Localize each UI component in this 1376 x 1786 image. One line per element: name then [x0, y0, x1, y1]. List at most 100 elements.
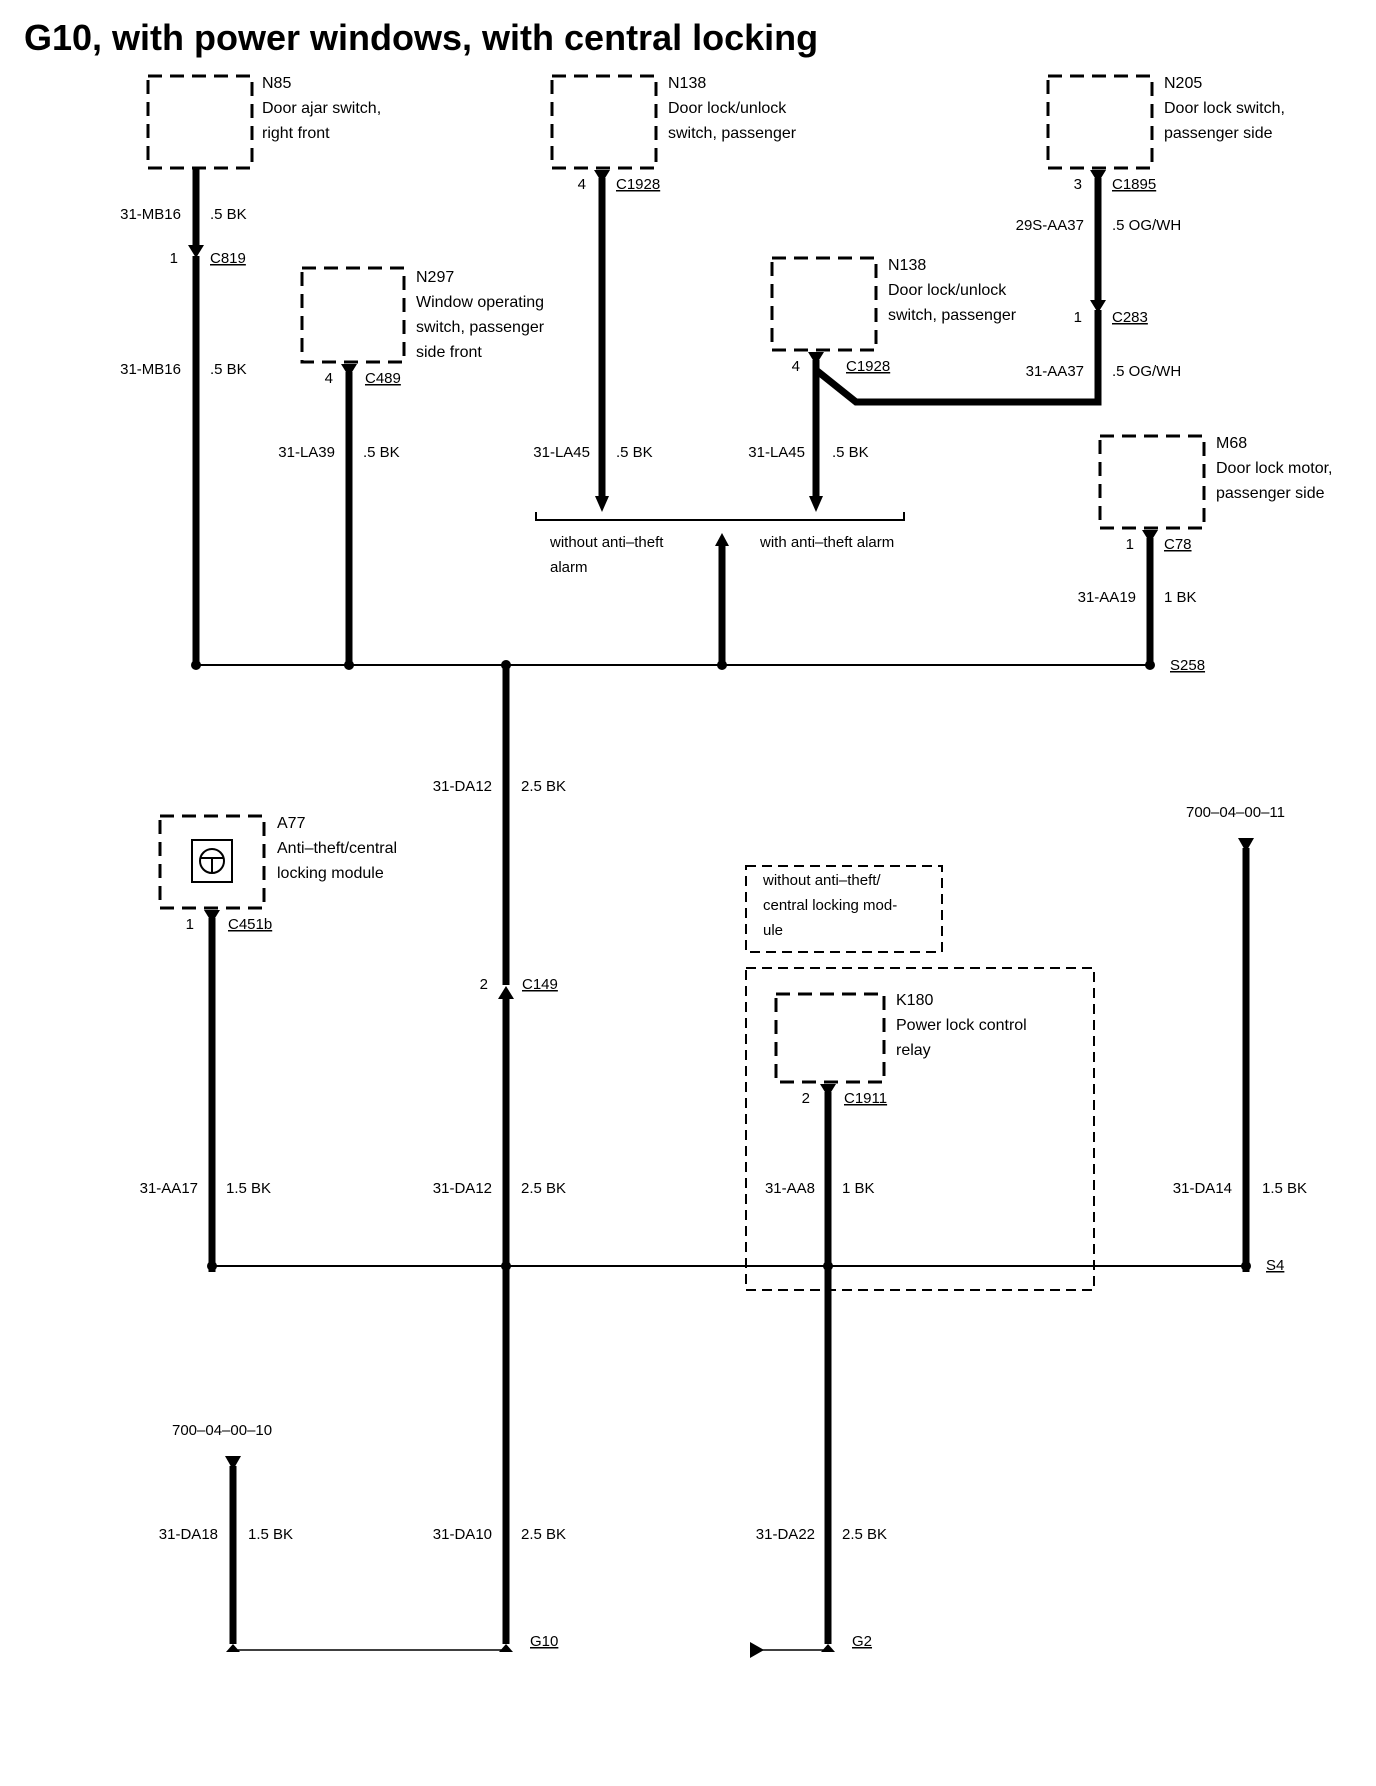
wire-da12a-spec: 2.5 BK	[521, 778, 566, 795]
s4-node-3	[823, 1261, 833, 1271]
n138b-id: N138	[888, 257, 926, 274]
a77-desc-line2: locking module	[277, 865, 384, 882]
s258-node-5	[1145, 660, 1155, 670]
n138a-id: N138	[668, 75, 706, 92]
c819-connector-icon	[188, 245, 204, 258]
wire-aa37a-code: 29S-AA37	[1016, 217, 1084, 234]
ground-icon-g10-left	[226, 1644, 240, 1652]
n85-desc-line2: right front	[262, 125, 330, 142]
wire-la39-spec: .5 BK	[363, 444, 400, 461]
wire-mb16a-spec: .5 BK	[210, 206, 247, 223]
wire-da14-code: 31-DA14	[1173, 1180, 1232, 1197]
ground-icon-g10	[499, 1644, 513, 1652]
c451b-pin: 1	[186, 916, 194, 933]
c149-connector-icon	[498, 986, 514, 999]
n297-desc-line2: switch, passenger	[416, 319, 545, 336]
a77-component-box	[158, 814, 266, 910]
n297-desc-line1: Window operating	[416, 294, 544, 311]
c1911-name: C1911	[844, 1090, 887, 1107]
wire-mb16b-spec: .5 BK	[210, 361, 247, 378]
g10-label: G10	[530, 1633, 558, 1650]
a77-desc-line1: Anti–theft/central	[277, 840, 397, 857]
wire-da10-spec: 2.5 BK	[521, 1526, 566, 1543]
c451b-name: C451b	[228, 916, 272, 933]
alarm-option-bracket	[535, 512, 905, 521]
without-module-label-3: ule	[763, 922, 783, 939]
c819-name: C819	[210, 250, 246, 267]
n138b-wire-arrow	[809, 496, 823, 512]
without-alarm-label-1: without anti–theft	[549, 534, 664, 551]
c149-name: C149	[522, 976, 558, 993]
c1928a-pin: 4	[578, 176, 586, 193]
c819-pin: 1	[170, 250, 178, 267]
s258-node-3	[501, 660, 511, 670]
n138a-desc-line2: switch, passenger	[668, 125, 797, 142]
ref1-arrow-icon	[1238, 838, 1254, 852]
n138b-component-box	[770, 256, 878, 352]
c1895-name: C1895	[1112, 176, 1156, 193]
wire-la45a-code: 31-LA45	[533, 444, 590, 461]
s258-node-1	[191, 660, 201, 670]
n297-component-box	[300, 266, 406, 364]
c283-name: C283	[1112, 309, 1148, 326]
c489-name: C489	[365, 370, 401, 387]
c1911-pin: 2	[802, 1090, 810, 1107]
n85-component-box	[146, 74, 254, 170]
m68-desc-line1: Door lock motor,	[1216, 460, 1332, 477]
s258-node-2	[344, 660, 354, 670]
wire-da18-spec: 1.5 BK	[248, 1526, 293, 1543]
wire-da12b-code: 31-DA12	[433, 1180, 492, 1197]
s258-node-4	[717, 660, 727, 670]
g2-label: G2	[852, 1633, 872, 1650]
k180-desc-line1: Power lock control	[896, 1017, 1027, 1034]
s258-label: S258	[1170, 657, 1205, 674]
c78-connector-icon	[1142, 530, 1158, 543]
without-module-label-1: without anti–theft/	[762, 872, 881, 889]
wire-da12a-code: 31-DA12	[433, 778, 492, 795]
a77-id: A77	[277, 815, 306, 832]
n138a-desc-line1: Door lock/unlock	[668, 100, 787, 117]
n138b-desc-line1: Door lock/unlock	[888, 282, 1007, 299]
wire-mb16a-code: 31-MB16	[120, 206, 181, 223]
page-title: G10, with power windows, with central lo…	[24, 17, 818, 58]
ref2-label: 700–04–00–10	[172, 1422, 272, 1439]
c1928a-connector-icon	[594, 170, 610, 183]
c283-pin: 1	[1074, 309, 1082, 326]
wire-da18-code: 31-DA18	[159, 1526, 218, 1543]
wire-la45b-spec: .5 BK	[832, 444, 869, 461]
aa37-cross-wire	[813, 318, 1102, 406]
n85-id: N85	[262, 75, 291, 92]
c1928b-pin: 4	[792, 358, 800, 375]
wire-aa8-spec: 1 BK	[842, 1180, 875, 1197]
wire-da12b-spec: 2.5 BK	[521, 1180, 566, 1197]
alarm-option-arrow	[715, 533, 729, 546]
c489-pin: 4	[325, 370, 333, 387]
n205-desc-line1: Door lock switch,	[1164, 100, 1285, 117]
c1928b-connector-icon	[808, 352, 824, 365]
wire-la45b-code: 31-LA45	[748, 444, 805, 461]
n138b-desc-line2: switch, passenger	[888, 307, 1017, 324]
m68-component-box	[1098, 434, 1206, 530]
c489-connector-icon	[341, 364, 357, 377]
n138a-wire-arrow	[595, 496, 609, 512]
wire-aa37b-spec: .5 OG/WH	[1112, 363, 1181, 380]
wire-da22-spec: 2.5 BK	[842, 1526, 887, 1543]
s4-node-2	[501, 1261, 511, 1271]
c1911-connector-icon	[820, 1084, 836, 1097]
s4-node-1	[207, 1261, 217, 1271]
n205-desc-line2: passenger side	[1164, 125, 1273, 142]
c1928b-name: C1928	[846, 358, 890, 375]
wire-aa8-code: 31-AA8	[765, 1180, 815, 1197]
wire-aa19-code: 31-AA19	[1078, 589, 1136, 606]
n297-id: N297	[416, 269, 454, 286]
without-module-label-2: central locking mod-	[763, 897, 897, 914]
wire-aa37a-spec: .5 OG/WH	[1112, 217, 1181, 234]
wire-la39-code: 31-LA39	[278, 444, 335, 461]
with-alarm-label: with anti–theft alarm	[759, 534, 894, 551]
ref1-label: 700–04–00–11	[1186, 804, 1285, 821]
g2-ground-arrow-icon	[750, 1642, 764, 1658]
c149-pin: 2	[480, 976, 488, 993]
k180-id: K180	[896, 992, 933, 1009]
wire-mb16b-code: 31-MB16	[120, 361, 181, 378]
